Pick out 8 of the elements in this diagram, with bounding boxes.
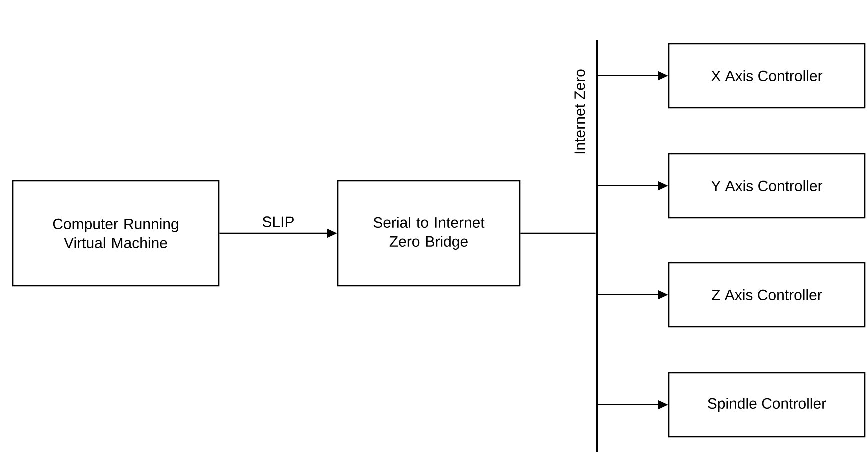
process-box: X Axis Controller <box>668 43 866 109</box>
process-box: Computer Running Virtual Machine <box>12 180 220 287</box>
process-box: Z Axis Controller <box>668 262 866 328</box>
process-box: Serial to Internet Zero Bridge <box>337 180 521 287</box>
edge-label: SLIP <box>262 216 294 228</box>
process-box: Y Axis Controller <box>668 153 866 219</box>
process-box: Spindle Controller <box>668 372 866 438</box>
bus-label: Internet Zero <box>574 70 586 154</box>
